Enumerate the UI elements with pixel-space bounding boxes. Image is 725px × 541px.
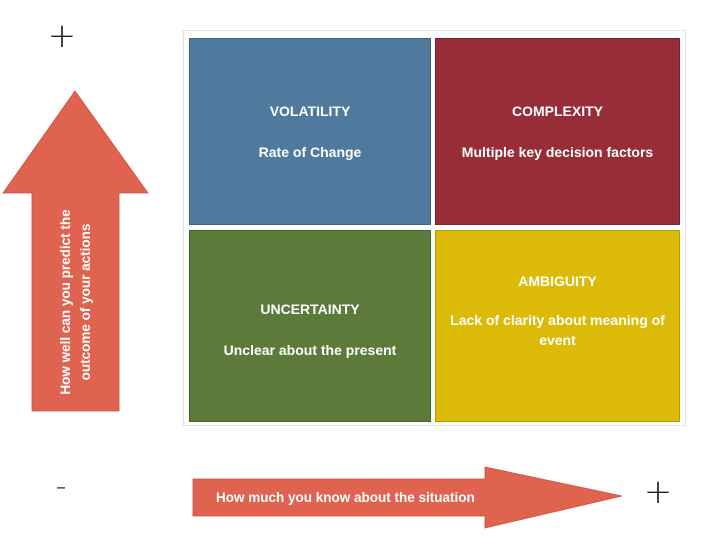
horizontal-axis-label: How much you know about the situation <box>216 490 475 505</box>
vertical-axis-label-text: How well can you predict the outcome of … <box>57 209 93 395</box>
vertical-axis-arrow <box>0 88 152 414</box>
quadrant-title: UNCERTAINTY <box>260 301 360 317</box>
right-arrow-icon <box>192 466 623 529</box>
quadrant-title: VOLATILITY <box>269 102 351 119</box>
quadrant-description: Lack of clarity about meaning of event <box>450 312 665 348</box>
quadrant-complexity: COMPLEXITY Multiple key decision factors <box>435 38 680 225</box>
quadrant-uncertainty: UNCERTAINTY Unclear about the present <box>189 230 431 422</box>
quadrant-volatility: VOLATILITY Rate of Change <box>189 38 431 225</box>
quadrant-description: Unclear about the present <box>223 342 397 358</box>
vertical-axis-label: How well can you predict the outcome of … <box>32 193 119 411</box>
quadrant-description: Rate of Change <box>258 143 362 160</box>
top-plus-sign: + <box>47 16 77 56</box>
horizontal-axis-arrow <box>190 464 626 532</box>
quadrant-ambiguity: AMBIGUITY Lack of clarity about meaning … <box>435 230 680 422</box>
up-arrow-icon <box>2 90 149 412</box>
quadrant-description: Multiple key decision factors <box>461 143 654 160</box>
right-plus-sign: + <box>643 472 673 512</box>
origin-minus-sign: - <box>55 469 67 504</box>
quadrant-title: COMPLEXITY <box>511 102 603 119</box>
quadrant-title: AMBIGUITY <box>518 273 597 289</box>
